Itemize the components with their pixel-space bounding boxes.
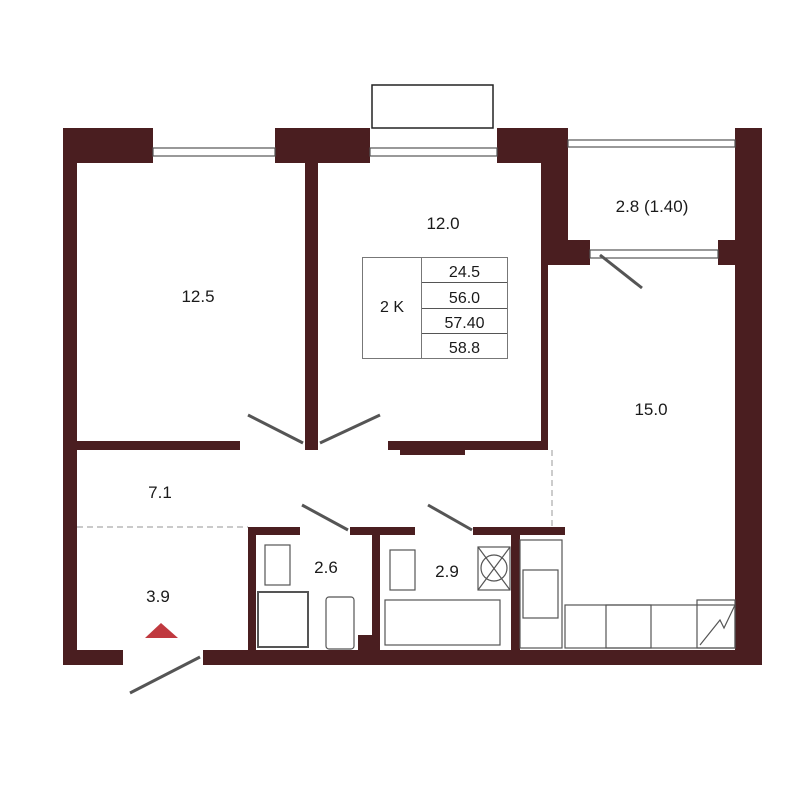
apartment-type: 2 K (363, 258, 422, 358)
summary-value: 56.0 (422, 283, 507, 309)
room-area-toilet: 2.6 (314, 558, 338, 577)
summary-value: 57.40 (422, 309, 507, 334)
room-area-kitchen-living: 15.0 (634, 400, 668, 419)
windows-doors-furniture (77, 84, 736, 695)
room-area-entrance: 3.9 (146, 587, 170, 606)
summary-value: 58.8 (448, 340, 481, 357)
room-area-bedroom-1: 12.5 (181, 287, 215, 306)
room-area-bathroom: 2.9 (435, 562, 459, 581)
summary-table: 2 K 24.5 56.0 57.40 58.8 (362, 257, 508, 359)
summary-value: 24.5 (422, 258, 507, 284)
room-area-bedroom-2: 12.0 (426, 214, 460, 233)
entrance-marker-icon (145, 623, 178, 638)
room-area-hallway: 7.1 (148, 483, 172, 502)
walls (63, 128, 762, 665)
room-area-balcony: 2.8 (1.40) (615, 197, 689, 216)
